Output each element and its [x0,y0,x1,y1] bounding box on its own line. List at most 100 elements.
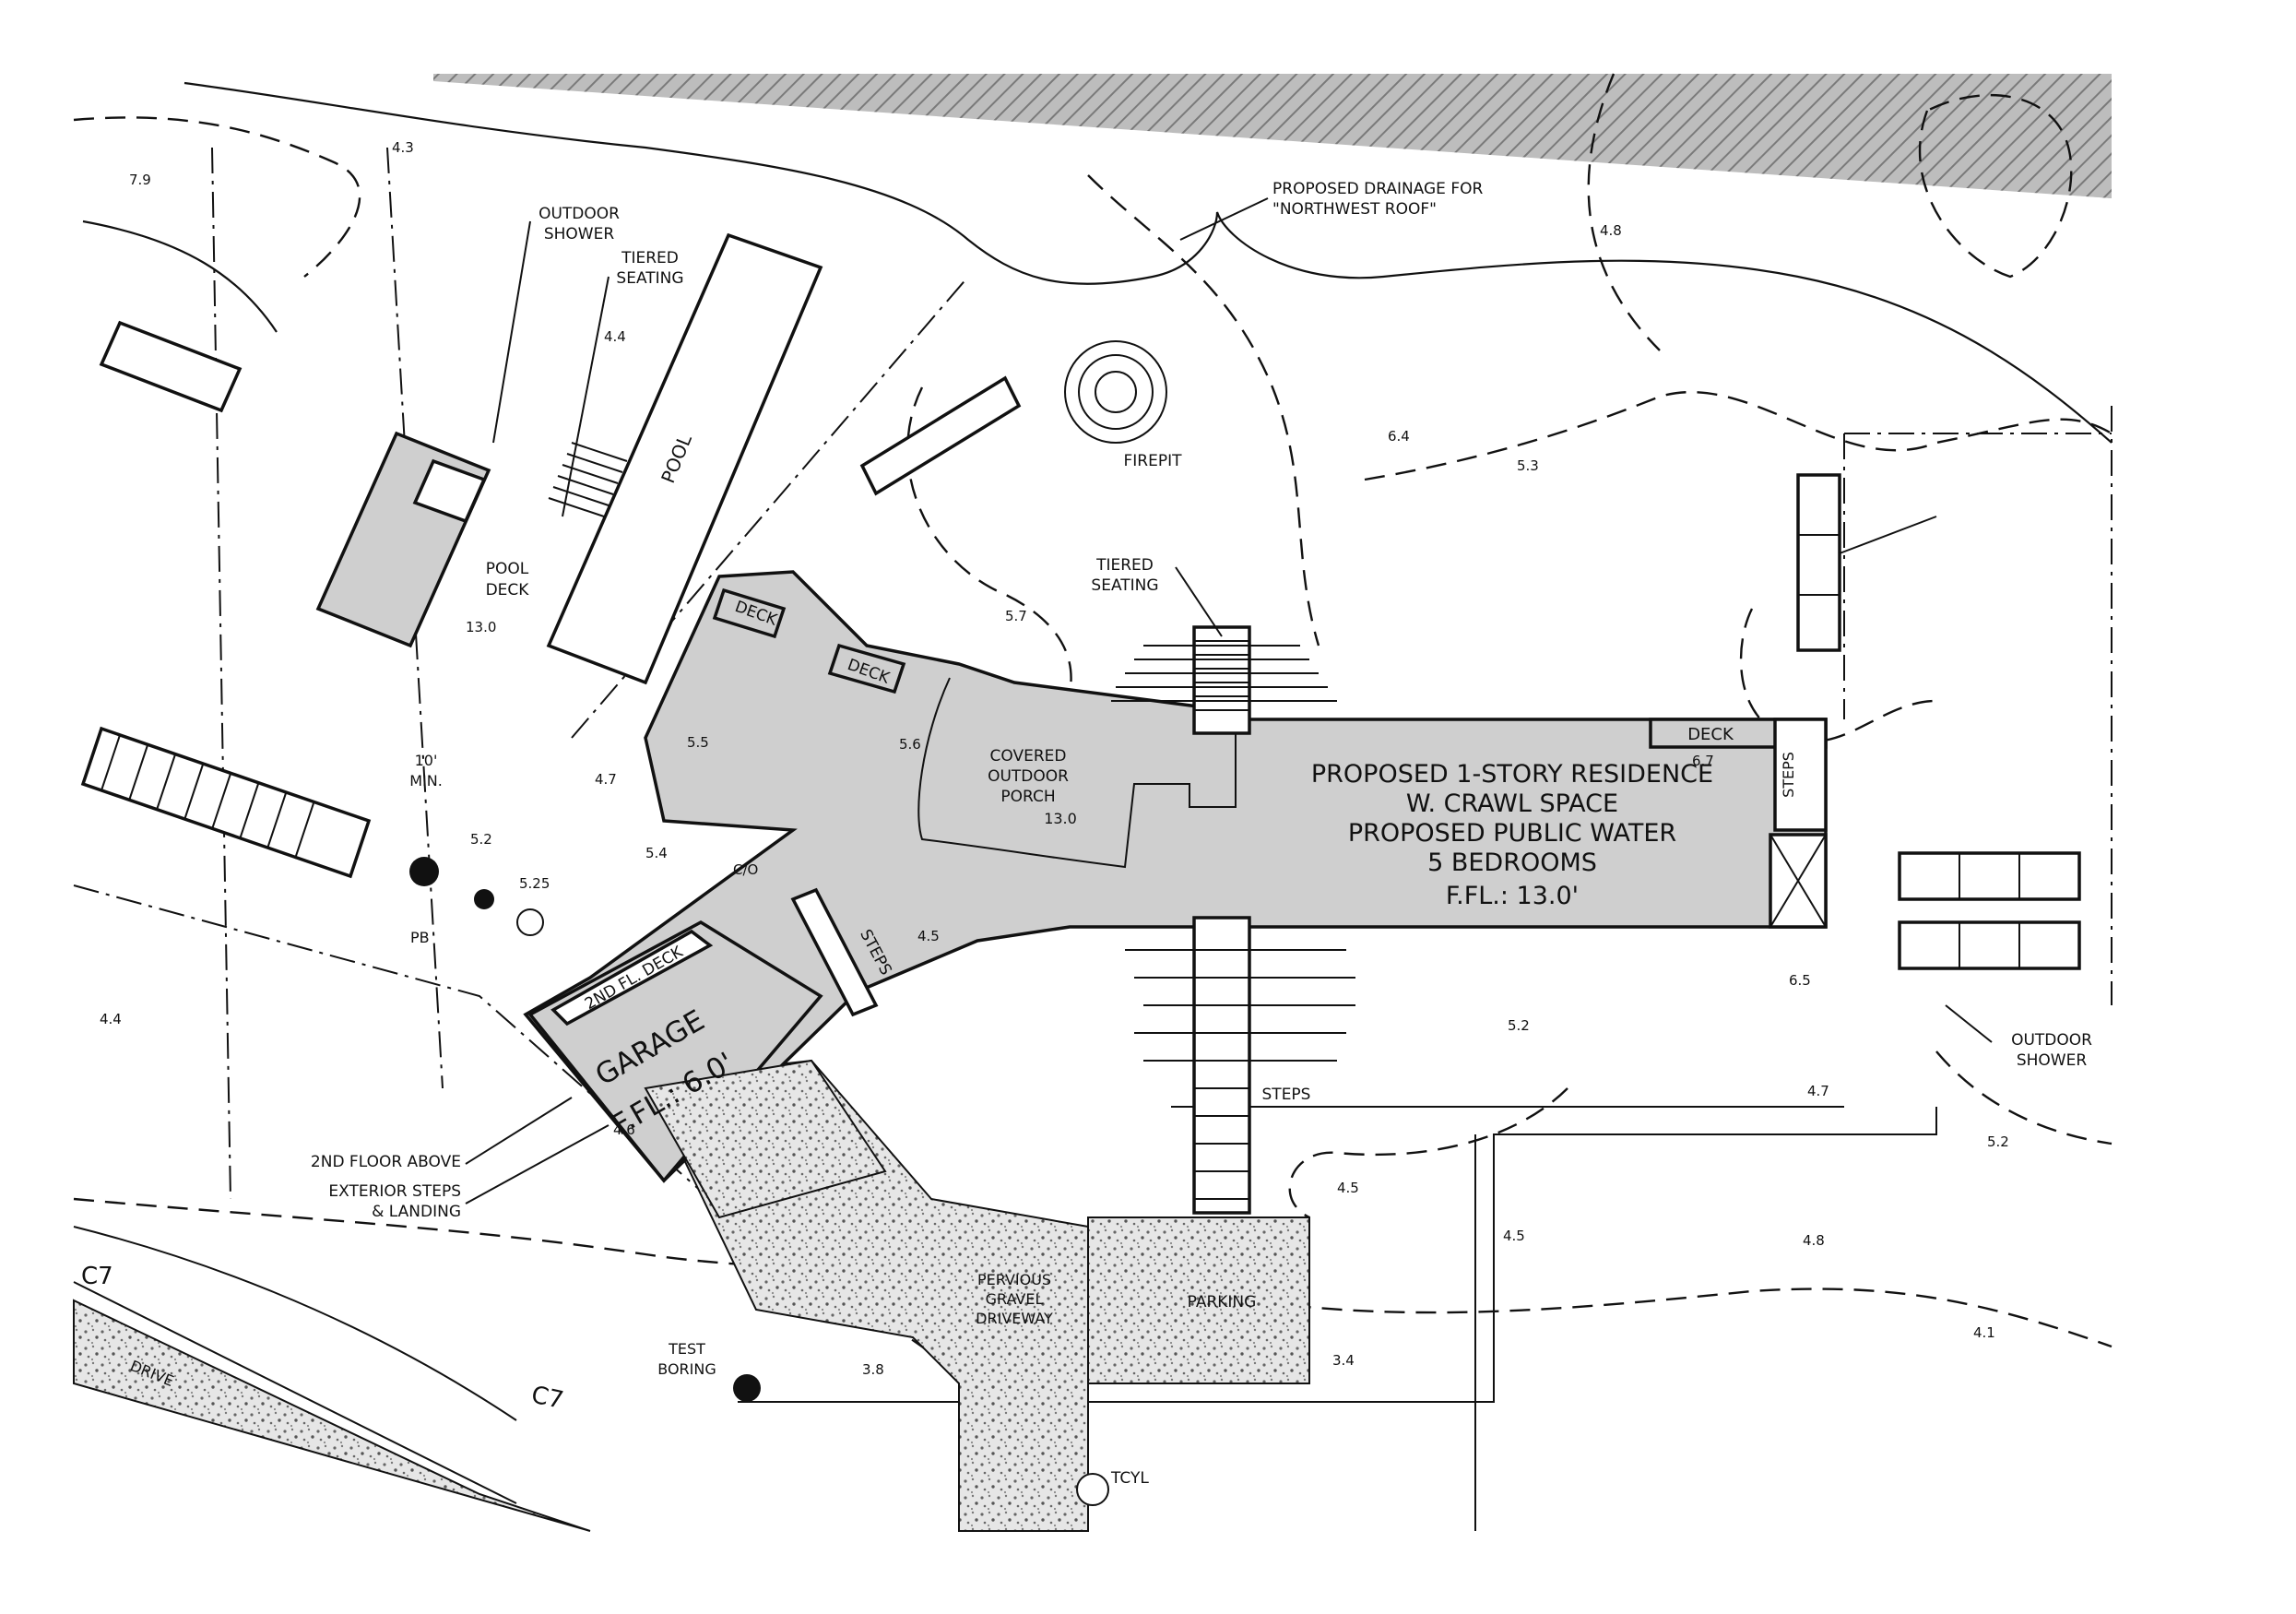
spot-elevation: 6.4 [1388,428,1410,445]
spot-elevation: 4.1 [1973,1324,1995,1341]
bench-east [1796,473,1841,652]
contour-dashed [1288,1087,1568,1219]
second-floor-label: 2ND FLOOR ABOVE [311,1153,461,1171]
spot-elevation: 3.4 [1332,1352,1355,1369]
spot-elevation: 13.0 [466,619,496,635]
pool-deck-label-2: DECK [486,581,530,599]
boundary-line [386,147,444,1089]
pervious-label-1: PERVIOUS [977,1271,1051,1288]
tiered-seating-top-2: SEATING [616,269,683,288]
outdoor-shower-left-2: SHOWER [544,225,615,243]
steps-label-south: STEPS [1262,1086,1311,1104]
min-label-1: 10' [415,752,438,769]
tiered-seating-top-1: TIERED [621,249,679,267]
contour-solid [82,220,278,333]
residence-label-3: PROPOSED PUBLIC WATER [1348,819,1676,848]
tiered-seating-south [1125,916,1355,1215]
boundary-line [73,884,1015,1412]
spot-elevation: 4.6 [613,1121,635,1138]
porch-label-3: PORCH [1000,788,1055,806]
spot-elevation: 3.8 [862,1361,884,1378]
bench [859,375,1022,496]
boundary-line [211,147,231,1200]
contour-dashed [1087,174,1320,647]
steps-label-east: STEPS [1780,752,1797,798]
pervious-label-2: GRAVEL [986,1290,1044,1308]
spot-elevation: 4.7 [1807,1083,1829,1099]
co-label: C/O [733,861,758,878]
leader-lines [465,197,1993,1205]
spot-elevation: 4.3 [392,139,414,156]
contour-solid [183,81,2113,444]
spot-elevation: 4.8 [1600,222,1622,239]
covered-porch-outline [917,677,1237,869]
spot-elevation: 5.25 [519,875,550,892]
tiered-seating-mid-2: SEATING [1091,576,1158,595]
porch-elev: 13.0 [1044,810,1077,827]
c7-label-bottom: C7 [529,1382,566,1416]
spot-elevation: 5.6 [899,736,921,753]
outdoor-shower-right [1898,851,2081,970]
contour-dashed [73,116,361,278]
spot-elevation: 4.4 [100,1011,122,1027]
steps-east [1773,718,1828,832]
pool-deck-label-1: POOL [486,560,529,578]
tiered-seating-mid-1: TIERED [1095,556,1154,575]
residence-ffl: F.FL.: 13.0' [1446,882,1579,910]
test-boring-label-1: TEST [668,1340,705,1358]
spot-elevation: 4.5 [917,928,940,944]
parking-label: PARKING [1188,1293,1257,1311]
cleanout-icon [516,908,544,936]
residence-label-1: PROPOSED 1-STORY RESIDENCE [1311,760,1713,789]
ext-steps-label-2: & LANDING [372,1203,461,1221]
drawing-area [73,73,2113,1532]
contour-dashed [1739,608,1937,743]
tcyl-icon [1076,1473,1109,1506]
spot-elevation: 4.8 [1803,1232,1825,1249]
tiered-seating-steps [1111,625,1337,735]
spot-elevation: 5.7 [1005,608,1027,624]
firepit [1064,340,1167,444]
drainage-label-1: PROPOSED DRAINAGE FOR [1272,180,1483,198]
deck-label-3: DECK [1687,725,1734,744]
pool [546,232,823,685]
test-boring-icon [733,1374,761,1402]
pool-deck-fixture [315,431,491,648]
ext-steps-label-1: EXTERIOR STEPS [328,1182,461,1201]
garage-2nd-deck [550,929,714,1027]
residence-footprint [523,570,1828,1183]
pervious-label-3: DRIVEWAY [976,1310,1053,1327]
contour-dashed [1364,390,2113,481]
spot-elevation: 4.4 [604,328,626,345]
pb-icon [409,857,439,886]
spot-elevations: 4.3 7.9 4.8 4.4 6.4 5.3 5.7 5.5 5.4 5.2 … [100,139,2009,1378]
porch-label-2: OUTDOOR [988,767,1069,786]
pool-deck-shower [412,458,487,524]
spot-elevation: 5.2 [470,831,492,848]
tcyl-label: TCYL [1110,1469,1149,1488]
labels: PROPOSED 1-STORY RESIDENCE W. CRAWL SPAC… [81,180,2092,1488]
contour-dashed [1587,73,1661,351]
gravel-pad [644,1059,887,1219]
outdoor-shower-right-2: SHOWER [2017,1051,2088,1070]
tiered-seating-pool [548,442,628,517]
spot-elevation: 5.3 [1517,457,1539,474]
spot-elevation: 4.5 [1337,1180,1359,1196]
spot-elevation: 5.2 [1987,1133,2009,1150]
road-edge [73,1281,517,1504]
utility-line [738,1107,1937,1403]
node-icon [474,889,494,909]
spot-elevation: 4.5 [1503,1228,1525,1244]
contour-dashed [1918,93,2073,279]
contour-dashed [1935,1050,2113,1145]
road-gravel-band [73,1299,591,1532]
spot-elevation: 6.7 [1692,753,1714,769]
residence-label-4: 5 BEDROOMS [1427,849,1597,877]
spot-elevation: 4.7 [595,771,617,788]
spot-elevation: 5.5 [687,734,709,751]
left-stairs [80,726,372,879]
deck-north [712,587,787,639]
outdoor-shower-left-1: OUTDOOR [538,205,620,223]
pb-label: PB [410,929,430,946]
